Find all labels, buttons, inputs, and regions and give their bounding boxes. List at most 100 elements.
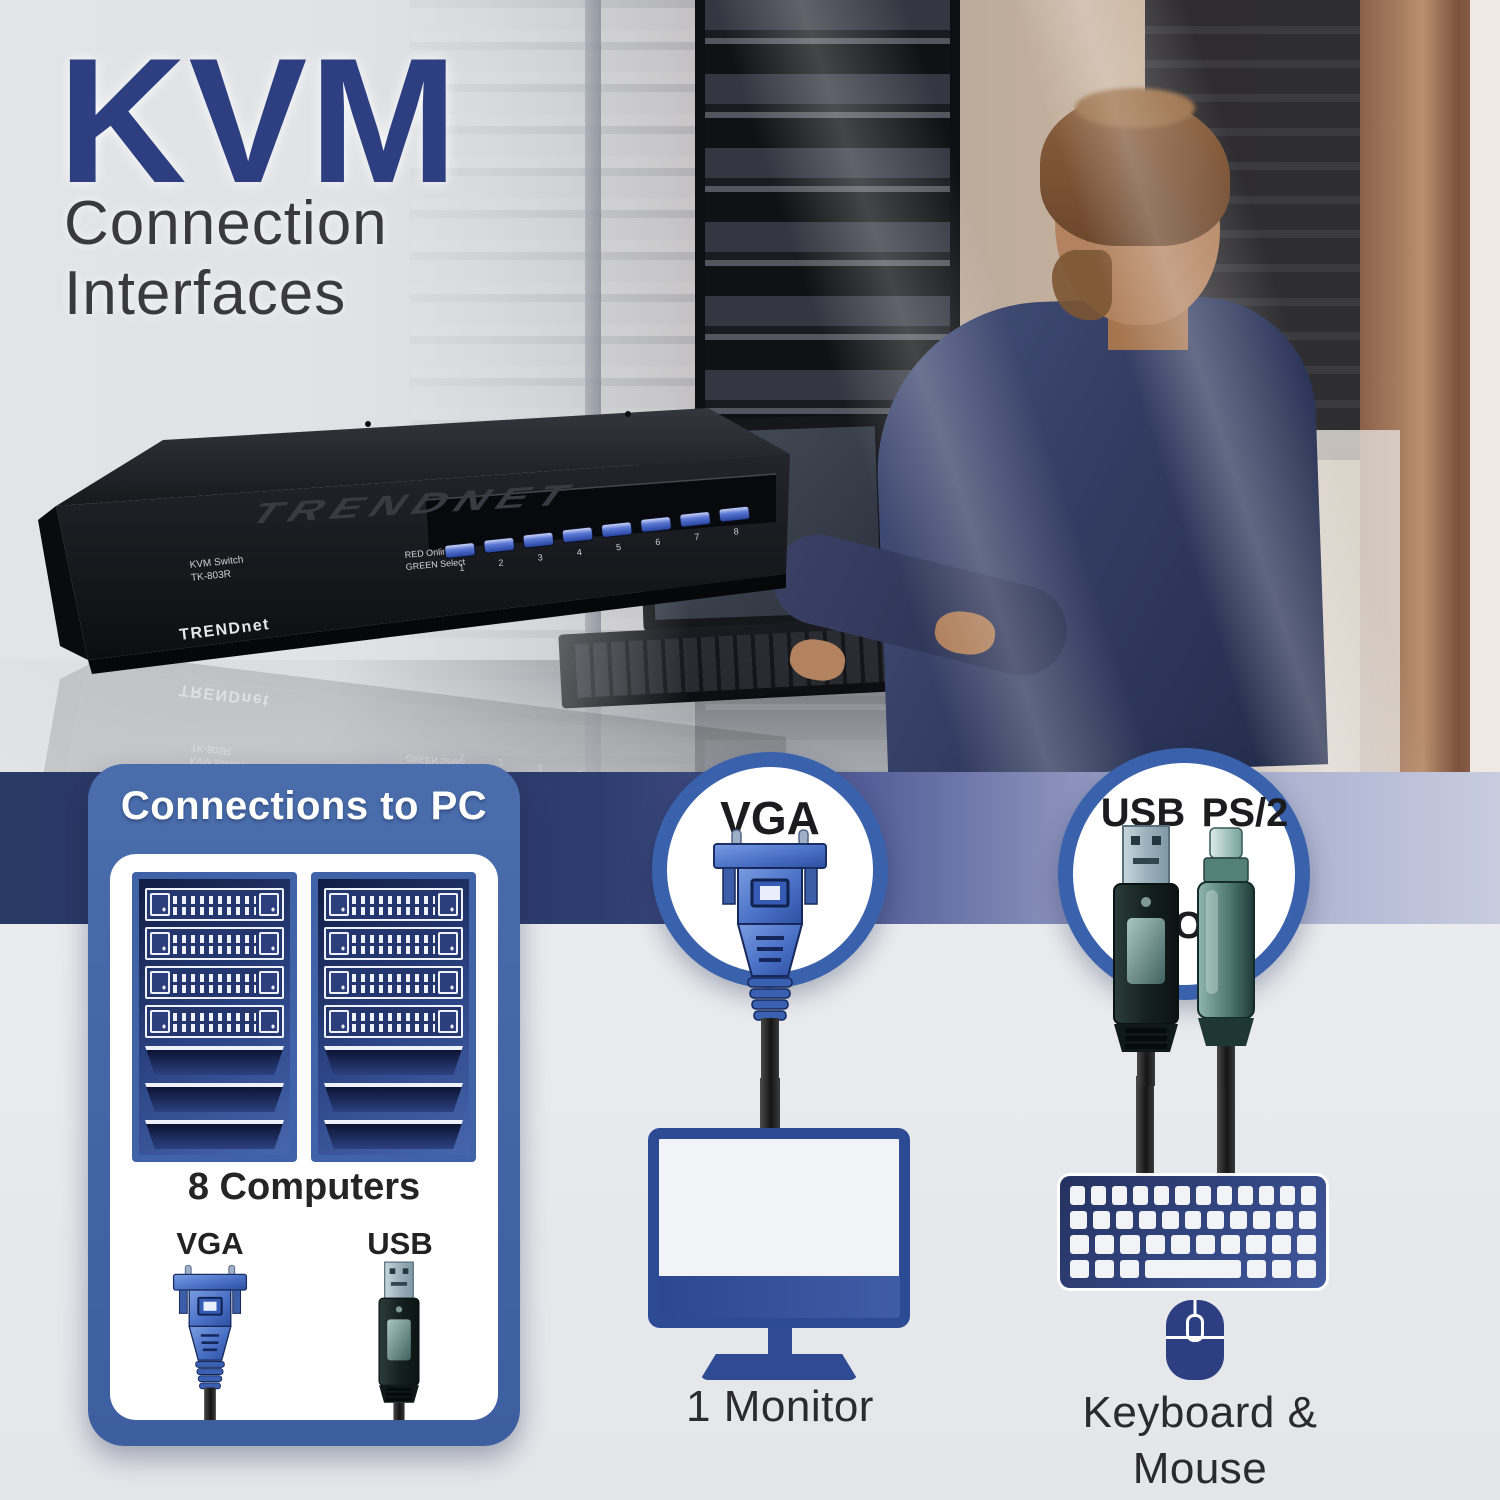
keyboard-key (1145, 1259, 1241, 1278)
rack-server-unit (324, 888, 463, 921)
keyboard-key (1092, 1210, 1110, 1229)
rack-empty-shelf (324, 1083, 463, 1112)
connections-card-panel: 8 Computers VGA USB (110, 854, 498, 1420)
keyboard-key (1221, 1235, 1241, 1254)
device-led-slot (426, 474, 776, 550)
keyboard-key (1296, 1235, 1317, 1254)
keyboard-key (1296, 1259, 1317, 1278)
keyboard-key (1120, 1235, 1140, 1254)
keyboard-key (1271, 1235, 1291, 1254)
keyboard-key (1112, 1186, 1127, 1205)
kvm-port-button: 4 (561, 526, 594, 558)
device-led-legend-line1: RED Online (404, 546, 452, 560)
keyboard-key (1238, 1186, 1253, 1205)
keyboard-row (1070, 1186, 1316, 1205)
page-subtitle-line1: Connection (64, 189, 388, 258)
device-model-label-line2: TK-803R (191, 569, 232, 584)
keyboard-key (1145, 1235, 1165, 1254)
kvm-switch-device: TRENDNET KVM Switch TK-803R RED Online G… (37, 408, 791, 882)
rack-server-unit (324, 927, 463, 960)
rack-empty-shelf (145, 1120, 284, 1149)
device-top-face (56, 408, 790, 506)
keyboard-key (1276, 1210, 1294, 1229)
server-room-photo (0, 0, 1500, 772)
keyboard-row (1070, 1235, 1317, 1254)
keyboard-key (1095, 1235, 1115, 1254)
ps2-connector-icon (1197, 827, 1255, 1089)
keyboard-key (1217, 1186, 1232, 1205)
keyboard-key (1301, 1186, 1316, 1205)
usb-cable (1136, 1076, 1154, 1180)
keyboard-key (1161, 1210, 1179, 1229)
monitor-caption: 1 Monitor (686, 1382, 874, 1431)
page-title: KVM (58, 21, 460, 220)
page-subtitle-line2: Interfaces (64, 259, 347, 328)
kvm-port-button: 7 (679, 511, 711, 542)
card-usb-label: USB (367, 1226, 433, 1261)
monitor-stand-base (700, 1354, 858, 1380)
keyboard-key (1196, 1186, 1211, 1205)
keyboard-key (1271, 1259, 1291, 1278)
rack-empty-shelf (324, 1120, 463, 1149)
connections-card: Connections to PC 8 Computers VGA USB (88, 764, 520, 1446)
keyboard-key (1246, 1259, 1266, 1278)
kvm-port-button: 3 (522, 531, 555, 563)
vga-connector-icon (172, 1264, 248, 1420)
keyboard-key (1070, 1186, 1085, 1205)
kvm-port-button: 2 (483, 537, 515, 568)
device-side-face (38, 506, 88, 660)
rack-server-unit (324, 1005, 463, 1038)
kvm-port-number: 2 (498, 557, 504, 567)
server-rack (132, 872, 297, 1162)
mouse-icon (1166, 1300, 1224, 1380)
kvm-port-number: 6 (655, 537, 661, 547)
keyboard-key (1259, 1186, 1274, 1205)
rack-server-unit (324, 966, 463, 999)
kvm-port-button: 1 (444, 542, 476, 573)
keyboard-key (1091, 1186, 1106, 1205)
kvm-port-number: 5 (616, 542, 622, 552)
keyboard-key (1280, 1186, 1295, 1205)
keyboard-key (1138, 1210, 1156, 1229)
rack-server-unit (145, 1005, 284, 1038)
mouse-button-divider (1166, 1336, 1224, 1339)
card-vga-label: VGA (176, 1226, 244, 1261)
rack-empty-shelf (324, 1157, 463, 1162)
usb-connector-icon (378, 1261, 420, 1420)
keyboard-key (1253, 1210, 1271, 1229)
keyboard-row (1070, 1259, 1317, 1278)
rack-empty-shelf (324, 1046, 463, 1075)
vga-cable (760, 1078, 780, 1132)
keyboard-mouse-caption-line2: Mouse (1132, 1444, 1268, 1493)
connections-card-header: Connections to PC (120, 784, 488, 828)
kvm-port-button: 5 (600, 521, 633, 552)
kvm-port-number: 1 (459, 563, 465, 573)
device-port-buttons: 1 2 3 4 5 6 7 8 (444, 505, 751, 573)
kvm-port-number: 3 (537, 552, 543, 562)
kvm-port-number: 8 (733, 526, 739, 536)
rack-server-unit (145, 927, 284, 960)
keyboard-key (1196, 1235, 1216, 1254)
keyboard-key (1133, 1186, 1148, 1205)
kvm-port-button: 6 (640, 516, 672, 547)
keyboard-key (1115, 1210, 1133, 1229)
keyboard-key (1120, 1259, 1140, 1278)
keyboard-key (1207, 1210, 1225, 1229)
rack-empty-shelf (145, 1046, 284, 1075)
monitor-stand-neck (768, 1328, 792, 1356)
keyboard-icon (1060, 1176, 1326, 1288)
keyboard-key (1070, 1235, 1090, 1254)
vga-connector-icon (712, 828, 828, 1090)
kvm-port-number: 7 (694, 531, 700, 541)
keyboard-key (1299, 1210, 1316, 1229)
keyboard-key (1246, 1235, 1266, 1254)
device-bottom-lip (88, 574, 786, 674)
computers-count-label: 8 Computers (187, 1166, 421, 1208)
keyboard-key (1230, 1210, 1248, 1229)
rack-server-unit (145, 888, 284, 921)
keyboard-mouse-caption-line1: Keyboard & (1082, 1388, 1318, 1437)
keyboard-key (1095, 1259, 1115, 1278)
keyboard-key (1184, 1210, 1202, 1229)
rack-server-unit (145, 966, 284, 999)
